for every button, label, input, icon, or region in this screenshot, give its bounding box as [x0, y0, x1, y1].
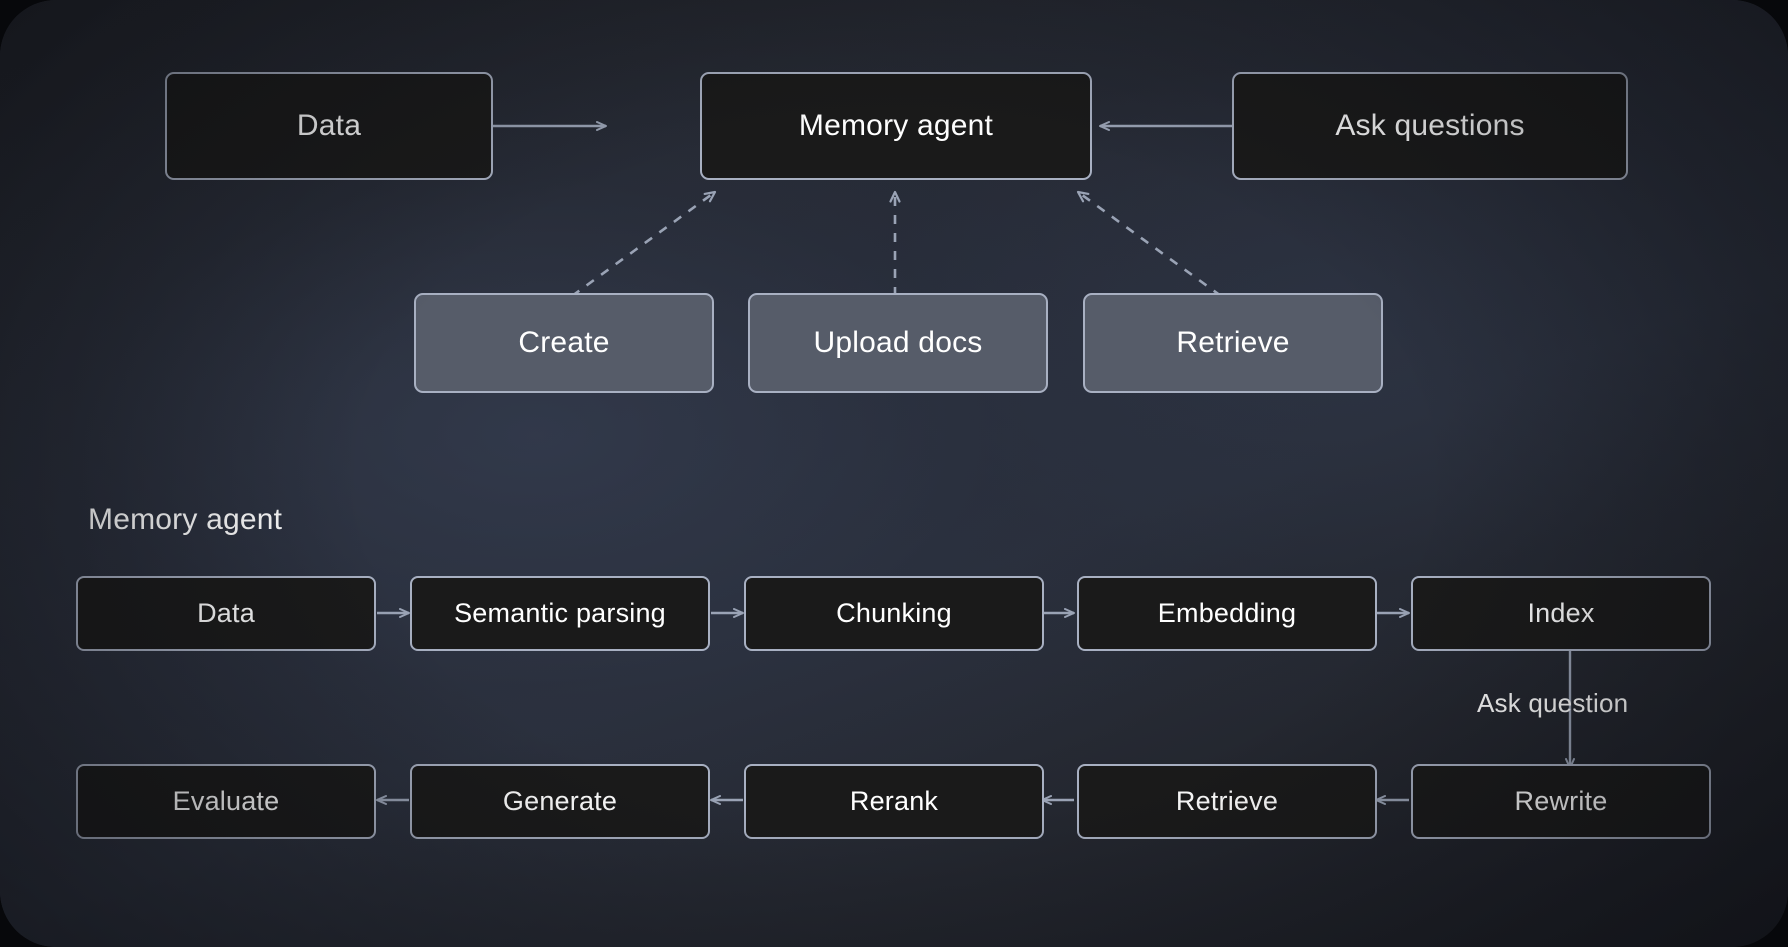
node-pipeline-data[interactable]: Data — [76, 576, 376, 651]
node-label: Rerank — [849, 786, 939, 816]
node-label: Ask questions — [1335, 109, 1525, 142]
node-pipeline-index[interactable]: Index — [1411, 576, 1711, 651]
node-label: Index — [1527, 598, 1595, 628]
node-pipeline-embedding[interactable]: Embedding — [1077, 576, 1377, 651]
node-pipeline-evaluate[interactable]: Evaluate — [76, 764, 376, 839]
node-label: Retrieve — [1175, 786, 1279, 816]
pipeline-section-title: Memory agent — [88, 503, 283, 536]
node-memory-agent[interactable]: Memory agent — [700, 72, 1092, 180]
node-label: Chunking — [836, 598, 952, 628]
node-label: Memory agent — [798, 109, 994, 142]
node-ask-questions[interactable]: Ask questions — [1232, 72, 1628, 180]
node-label: Retrieve — [1176, 326, 1290, 359]
node-pipeline-semantic-parsing[interactable]: Semantic parsing — [410, 576, 710, 651]
node-upload-docs[interactable]: Upload docs — [748, 293, 1048, 393]
node-label: Evaluate — [172, 786, 280, 816]
node-create[interactable]: Create — [414, 293, 714, 393]
node-pipeline-generate[interactable]: Generate — [410, 764, 710, 839]
edge-retrieve-to-memory-agent — [1076, 190, 1222, 298]
node-retrieve-top[interactable]: Retrieve — [1083, 293, 1383, 393]
node-label: Data — [197, 598, 255, 628]
node-pipeline-rewrite[interactable]: Rewrite — [1411, 764, 1711, 839]
node-label: Upload docs — [813, 326, 983, 359]
node-label: Rewrite — [1514, 786, 1608, 816]
node-pipeline-chunking[interactable]: Chunking — [744, 576, 1044, 651]
node-pipeline-rerank[interactable]: Rerank — [744, 764, 1044, 839]
node-label: Generate — [502, 786, 618, 816]
node-pipeline-retrieve[interactable]: Retrieve — [1077, 764, 1377, 839]
node-label: Semantic parsing — [454, 598, 666, 628]
edge-label-ask-question: Ask question — [1477, 688, 1629, 718]
edge-create-to-memory-agent — [571, 190, 717, 298]
node-data-top[interactable]: Data — [165, 72, 493, 180]
node-label: Embedding — [1157, 598, 1297, 628]
node-label: Data — [296, 109, 362, 142]
node-label: Create — [518, 326, 610, 359]
